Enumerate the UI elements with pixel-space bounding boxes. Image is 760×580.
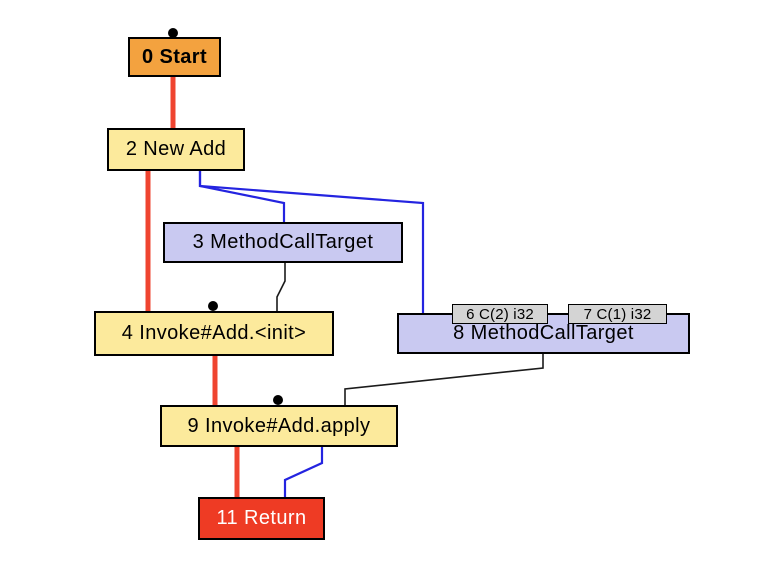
graph-node-2[interactable]: 2 New Add [107, 128, 245, 171]
graph-constant-node-6[interactable]: 6 C(2) i32 [452, 304, 548, 324]
graph-node-11[interactable]: 11 Return [198, 497, 325, 540]
graph-node-9[interactable]: 9 Invoke#Add.apply [160, 405, 398, 447]
graph-node-4[interactable]: 4 Invoke#Add.<init> [94, 311, 334, 356]
graph-constant-node-7[interactable]: 7 C(1) i32 [568, 304, 667, 324]
graph-node-3[interactable]: 3 MethodCallTarget [163, 222, 403, 263]
graph-node-0[interactable]: 0 Start [128, 37, 221, 77]
